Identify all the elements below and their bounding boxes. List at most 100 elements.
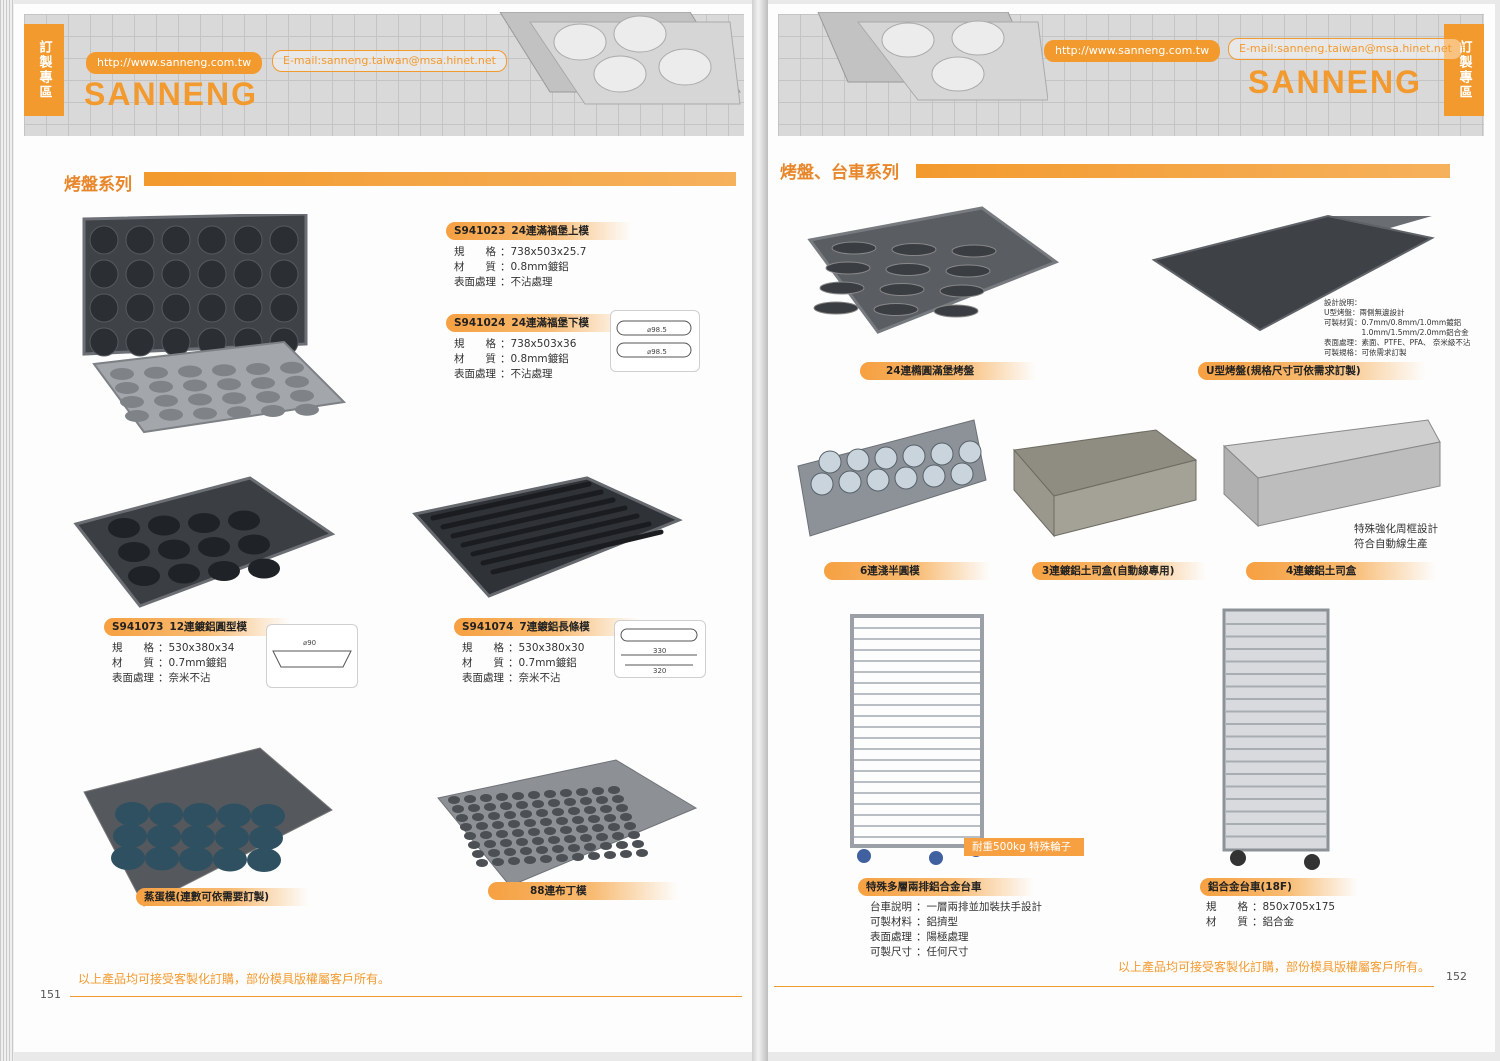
- mold-cavity: [208, 561, 240, 581]
- mold-cavity: [468, 804, 480, 812]
- mold-cavity: [588, 815, 600, 823]
- mold-cavity: [532, 837, 544, 845]
- mold-cavity: [496, 793, 508, 801]
- mold-cavity: [472, 813, 484, 821]
- product-specs-s941073: 規 格：530x380x34 材 質：0.7mm鍍鋁 表面處理：奈米不沾: [112, 642, 235, 684]
- mold-cavity: [492, 821, 504, 829]
- section-title: 烤盤系列: [64, 175, 132, 195]
- mold-cavity: [161, 259, 191, 289]
- section-title: 烤盤、台車系列: [780, 163, 899, 183]
- mold-cavity: [217, 803, 251, 828]
- page-stack-edge: [0, 0, 14, 1061]
- diagram-dim-4: 330: [653, 647, 666, 655]
- mold-cavity: [596, 796, 608, 804]
- mold-cavity: [251, 377, 275, 389]
- diagram-dim-2: ⌀98.5: [647, 348, 667, 356]
- mold-cavity: [504, 848, 516, 856]
- mold-cavity: [592, 824, 604, 832]
- mold-cavity: [159, 408, 183, 421]
- brand-logo: SANNENG: [1248, 64, 1423, 100]
- footer-note: 以上產品均可接受客製化訂購，部份模具版權屬客戶所有。: [78, 972, 391, 986]
- mold-cavity: [188, 393, 212, 406]
- mold-cavity: [440, 489, 604, 530]
- mold-cavity: [115, 382, 139, 394]
- mold-cavity: [111, 846, 145, 870]
- mold-cavity: [580, 834, 592, 842]
- mold-cavity: [108, 518, 140, 538]
- pudding-mold-image: [437, 759, 698, 887]
- mold-cavity: [144, 366, 168, 379]
- mold-cavity: [572, 816, 584, 824]
- product-label-pudding: 88連布丁模: [488, 882, 678, 900]
- mold-cavity: [560, 789, 572, 797]
- mold-cavity: [831, 241, 877, 255]
- mold-cavity: [556, 854, 568, 862]
- frame-design-notes: 特殊強化周框設計 符合自動線生產: [1354, 523, 1438, 550]
- mold-cavity: [536, 846, 548, 854]
- mold-cavity: [568, 844, 580, 852]
- mold-cavity: [251, 804, 285, 828]
- mold-cavity: [128, 566, 160, 586]
- mold-cavity: [248, 558, 280, 579]
- mold-cavity: [512, 829, 524, 837]
- mold-cavity: [89, 225, 119, 255]
- mold-cavity: [894, 466, 918, 490]
- mold-cavity: [285, 375, 309, 388]
- mold-cavity: [113, 824, 147, 848]
- catalog-page-left: 訂製專區 http://www.sanneng.com.tw E-mail:sa…: [14, 4, 752, 1052]
- mold-cavity: [480, 794, 492, 802]
- mold-cavity: [536, 809, 548, 817]
- mold-cavity: [161, 293, 191, 323]
- mold-cavity: [520, 847, 532, 855]
- mold-cavity: [874, 446, 898, 470]
- aluminum-cart-18f-image: [1222, 608, 1330, 870]
- dimension-diagram-s941073: ⌀90: [266, 624, 358, 688]
- mold-cavity: [110, 368, 134, 380]
- mold-cavity: [520, 810, 532, 818]
- mold-cavity: [269, 293, 299, 323]
- mold-cavity: [508, 820, 520, 828]
- mold-cavity: [145, 846, 179, 871]
- mold-cavity: [233, 293, 263, 323]
- mold-cavity: [247, 848, 281, 872]
- mold-cavity: [552, 808, 564, 816]
- website-url: http://www.sanneng.com.tw: [1044, 40, 1221, 62]
- mold-cavity: [528, 828, 540, 836]
- mold-cavity: [504, 811, 516, 819]
- mold-cavity: [290, 389, 314, 402]
- mold-cavity: [89, 327, 119, 357]
- mold-cavity: [125, 293, 155, 323]
- product-label-steamed-egg: 蒸蛋模(連數可依需要訂製): [136, 888, 309, 906]
- mold-cavity: [524, 819, 536, 827]
- mold-cavity: [548, 799, 560, 807]
- mold-cavity: [628, 831, 640, 839]
- mold-cavity: [197, 225, 227, 255]
- mold-cavity: [624, 822, 636, 830]
- catalog-page-right: 訂製專區 http://www.sanneng.com.tw E-mail:sa…: [768, 4, 1495, 1052]
- book-gutter: [752, 0, 768, 1061]
- product-specs-s941074: 規 格：530x380x30 材 質：0.7mm鍍鋁 表面處理：奈米不沾: [462, 642, 585, 684]
- mold-cavity: [950, 462, 974, 486]
- mold-cavity: [612, 795, 624, 803]
- steamed-egg-mold-image: [83, 747, 333, 907]
- mold-cavity: [228, 510, 260, 531]
- mold-cavity: [825, 261, 871, 275]
- u-tray-design-notes: 設計說明： U型烤盤：兩側無邊設計 可製材質：0.7mm/0.8mm/1.0mm…: [1324, 298, 1471, 357]
- product-label-aluminum-cart: 鋁合金台車(18F): [1200, 878, 1358, 896]
- mold-cavity: [147, 824, 181, 849]
- u-shaped-tray-image: [1151, 214, 1435, 332]
- mold-cavity: [584, 806, 596, 814]
- mold-cavity: [295, 403, 319, 416]
- mold-cavity: [183, 379, 207, 392]
- mold-cavity: [612, 832, 624, 840]
- mold-cavity: [500, 839, 512, 847]
- product-label-semicircle: 6連淺半圓模: [824, 562, 990, 580]
- mold-cavity: [584, 843, 596, 851]
- mold-cavity: [249, 826, 283, 850]
- mold-cavity: [125, 410, 149, 422]
- mold-cavity: [564, 798, 576, 806]
